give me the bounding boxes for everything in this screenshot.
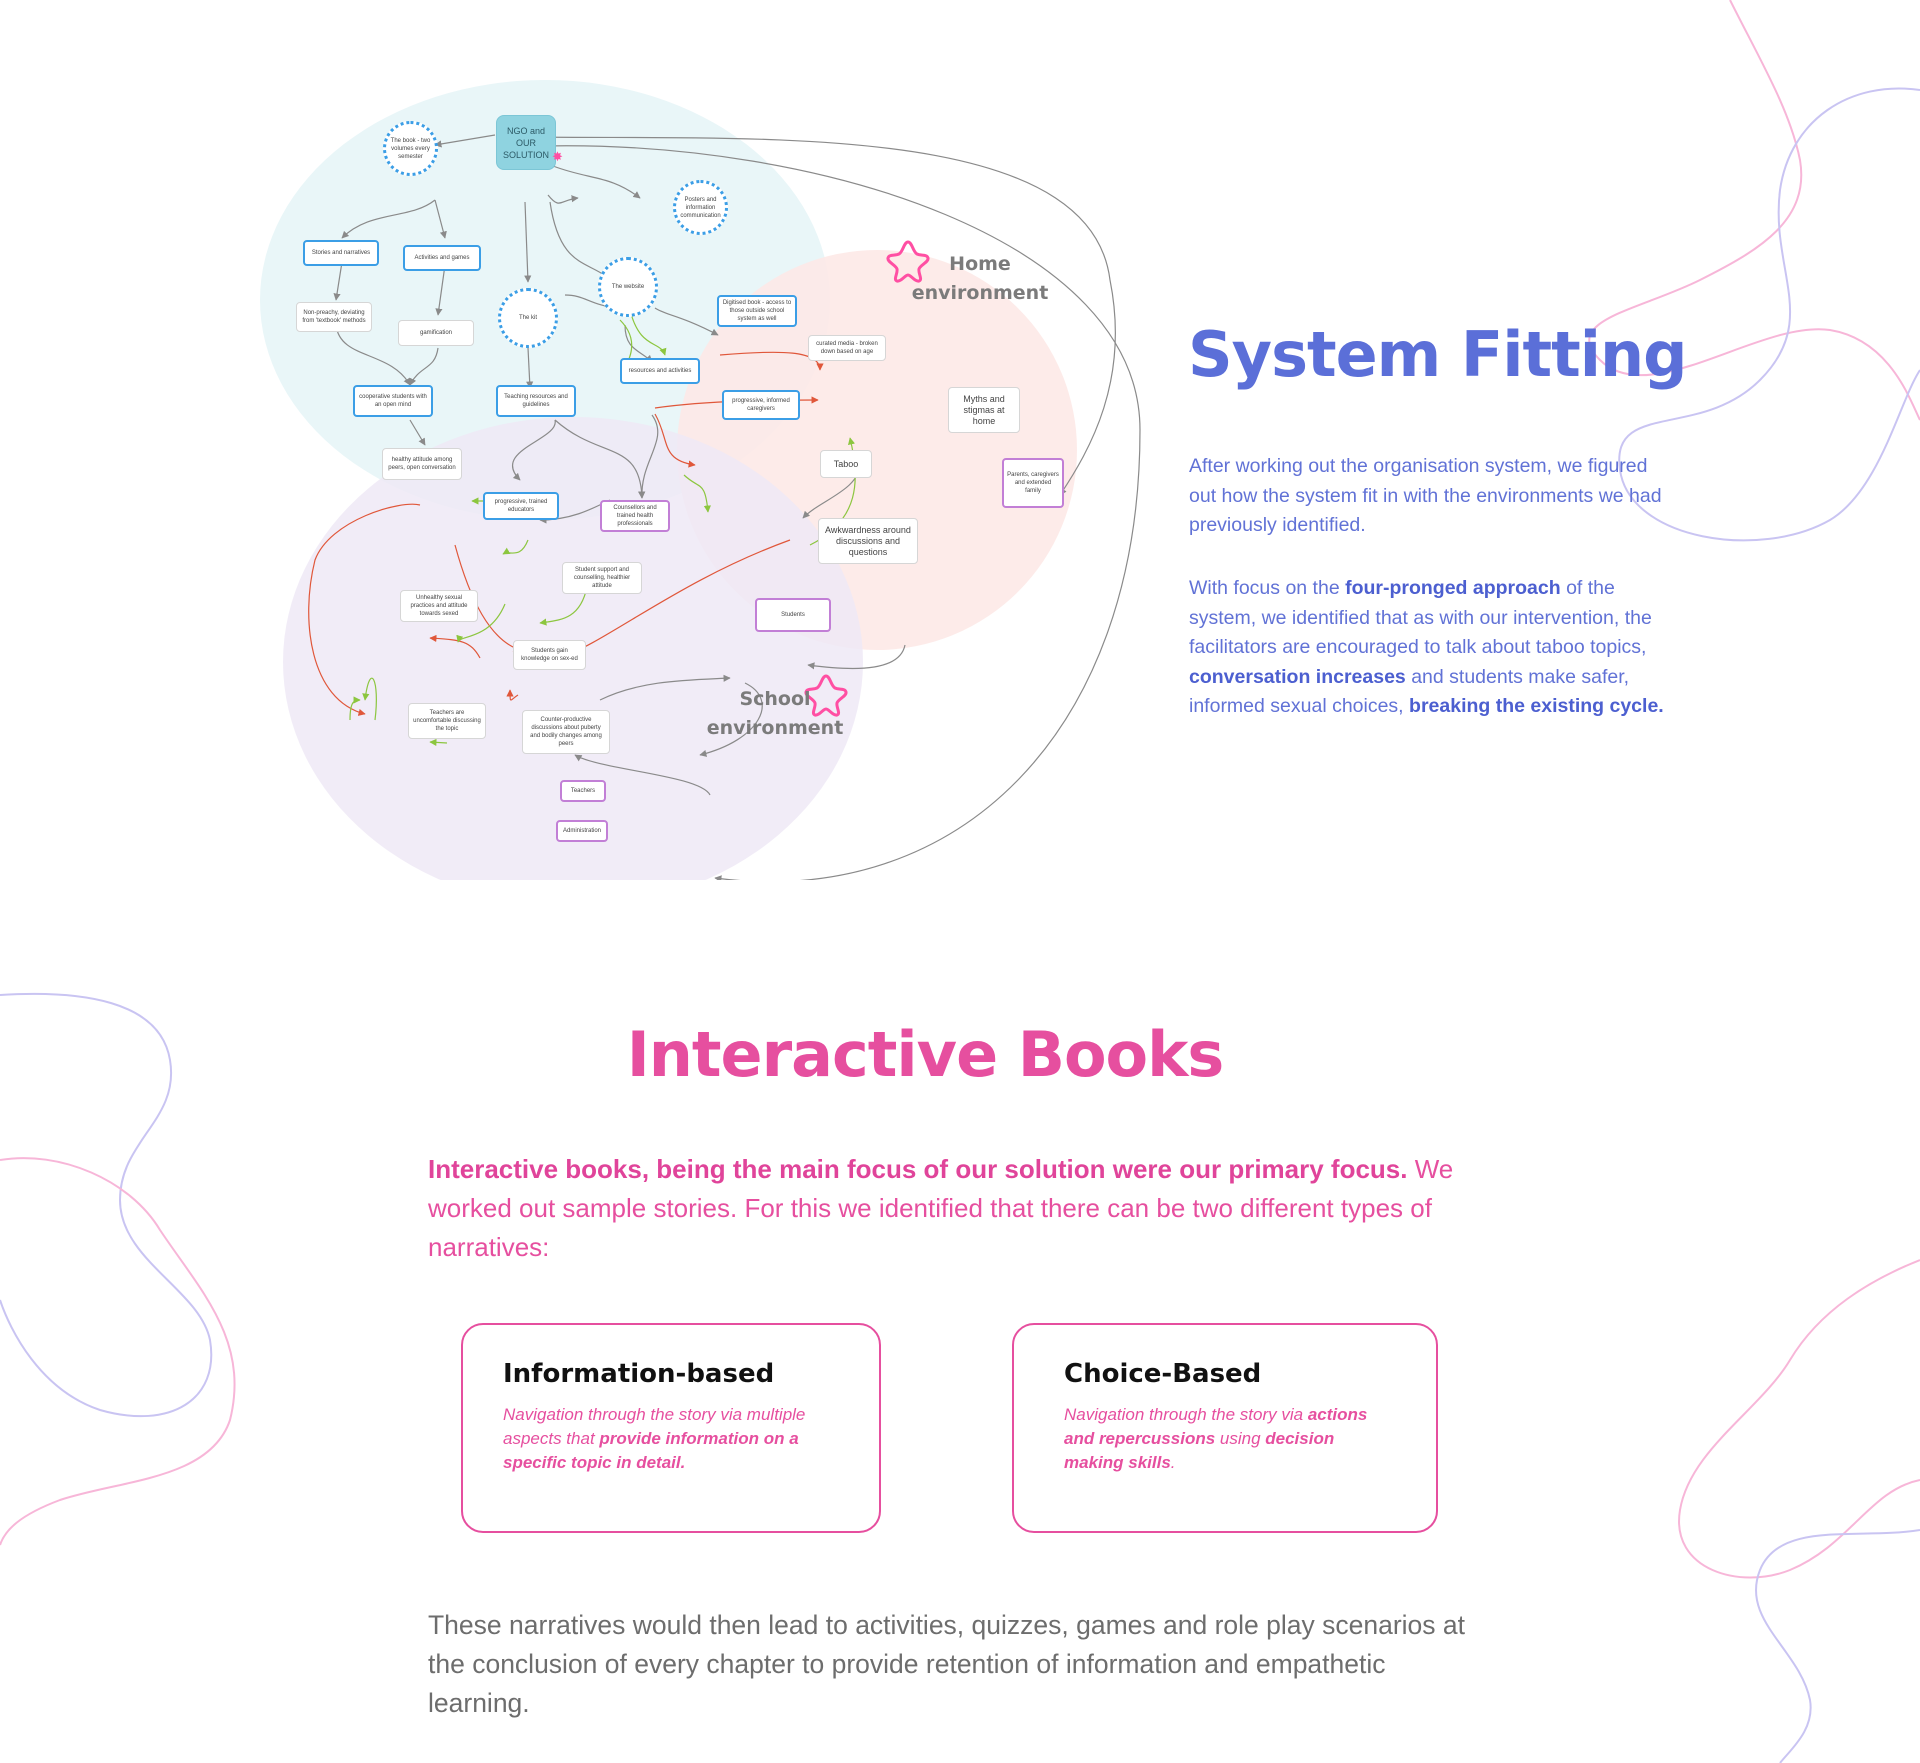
teaching-node: Teaching resources and guidelines [496, 385, 576, 417]
gray-edges [333, 134, 1141, 880]
posters-node: Posters and information communication [673, 180, 728, 235]
digitised-node: Digitised book - access to those outside… [717, 295, 797, 327]
unhealthy-node: Unhealthy sexual practices and attitude … [400, 590, 478, 622]
wave-line-left-2 [0, 1157, 236, 1546]
card-title-information-based: Information-based [503, 1359, 775, 1389]
nonpreachy-node: Non-preachy, deviating from 'textbook' m… [296, 302, 372, 332]
curated-node: curated media - broken down based on age [808, 335, 886, 361]
teachers-uncomfortable-node: Teachers are uncomfortable discussing th… [408, 703, 486, 739]
wave-line-bottom-right-2 [1754, 1529, 1920, 1763]
system-fitting-paragraph-2: With focus on the four-pronged approach … [1189, 577, 1664, 717]
gamification-node: gamification [398, 320, 474, 346]
card-title-choice-based: Choice-Based [1064, 1359, 1262, 1389]
healthy-node: healthy attitude among peers, open conve… [382, 448, 462, 480]
home-star-icon [886, 240, 930, 283]
closing-paragraph: These narratives would then lead to acti… [428, 1610, 1465, 1718]
activities-node: Activities and games [403, 245, 481, 271]
interactive-books-intro: Interactive books, being the main focus … [428, 1154, 1454, 1262]
card-text-information-based: Navigation through the story via multipl… [503, 1405, 806, 1472]
emphasis-four-pronged: four-pronged approach [1345, 577, 1561, 599]
intro-emphasis: Interactive books, being the main focus … [428, 1154, 1408, 1184]
resources-node: resources and activities [620, 358, 700, 384]
cooperative-node: cooperative students with an open mind [353, 385, 433, 417]
administration-node: Administration [556, 820, 608, 842]
school-star-icon [804, 674, 848, 717]
card-text-choice-based: Navigation through the story via actions… [1064, 1405, 1368, 1472]
home-environment-label: Home environment [911, 253, 1049, 304]
kit-node: The kit [498, 288, 558, 348]
stories-node: Stories and narratives [303, 240, 379, 266]
choice-based-card: Choice-Based Navigation through the stor… [1012, 1323, 1438, 1533]
information-based-card: Information-based Navigation through the… [461, 1323, 881, 1533]
school-environment-label: School environment [706, 688, 844, 739]
website-node: The website [598, 257, 658, 317]
parents-node: Parents, caregivers and extended family [1002, 458, 1064, 508]
book-node: The book - two volumes every semester [383, 121, 438, 176]
awkward-node: Awkwardness around discussions and quest… [818, 518, 918, 564]
myths-node: Myths and stigmas at home [948, 387, 1020, 433]
system-fitting-paragraph-1: After working out the organisation syste… [1189, 455, 1662, 536]
system-fitting-title: System Fitting [1188, 318, 1687, 391]
ngo-solution-node: NGO and OUR SOLUTION [496, 115, 556, 170]
system-fitting-diagram: NGO and OUR SOLUTION ✸ The book - two vo… [260, 80, 1160, 880]
emphasis-conversation-increases: conversation increases [1189, 665, 1406, 688]
educators-node: progressive, trained educators [483, 492, 559, 520]
star-marker-icon: ✸ [552, 149, 563, 164]
students-node: Students [755, 598, 831, 632]
interactive-books-title: Interactive Books [626, 1018, 1225, 1091]
counsellors-node: Counsellors and trained health professio… [600, 500, 670, 532]
taboo-node: Taboo [820, 450, 872, 478]
counterproductive-node: Counter-productive discussions about pub… [522, 710, 610, 754]
support-node: Student support and counselling, healthi… [562, 562, 642, 594]
students-gain-node: Students gain knowledge on sex-ed [513, 640, 586, 670]
caregivers-prog-node: progressive, informed caregivers [722, 390, 800, 420]
teachers-node: Teachers [560, 780, 606, 802]
wave-line-bottom-right [1678, 1259, 1920, 1579]
emphasis-breaking-cycle: breaking the existing cycle. [1409, 695, 1664, 717]
